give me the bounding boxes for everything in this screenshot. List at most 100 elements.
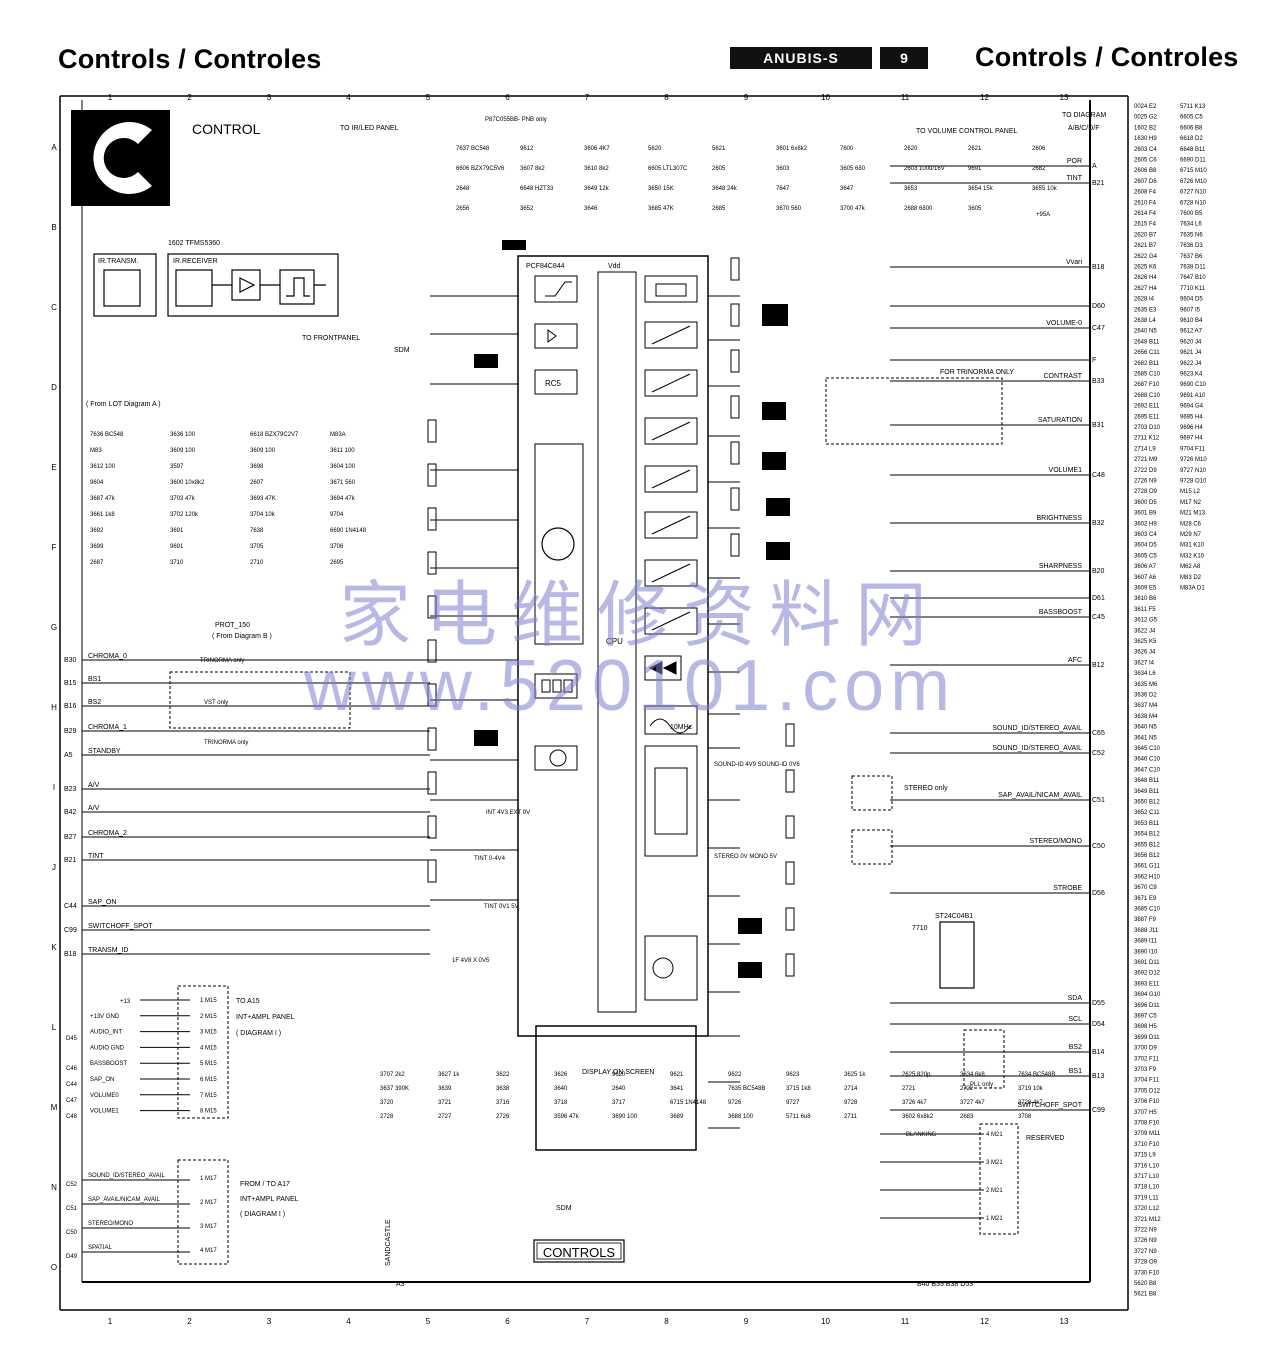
refdes-entry: 3710 F10 bbox=[1134, 1142, 1160, 1148]
refdes-entry: 2606 B8 bbox=[1134, 168, 1157, 174]
refdes-entry: 3699 D11 bbox=[1134, 1035, 1160, 1041]
component-label: 3728 4k7 bbox=[1018, 1100, 1043, 1106]
refdes-entry: 9690 C10 bbox=[1180, 382, 1207, 388]
refdes-entry: 7647 B10 bbox=[1180, 275, 1206, 281]
refdes-entry: M31 K10 bbox=[1180, 543, 1205, 549]
resistor bbox=[427, 683, 437, 707]
grid-col-bottom: 11 bbox=[901, 1317, 910, 1326]
component-label: 2605 bbox=[712, 166, 726, 172]
signal-right-name: SAP_AVAIL/NICAM_AVAIL bbox=[998, 792, 1082, 799]
resistor bbox=[427, 595, 437, 619]
signal-right-name: SWITCHOFF_SPOT bbox=[1017, 1102, 1082, 1109]
m15-pin-name: AUDIO GND bbox=[90, 1045, 125, 1051]
component-label: 6648 HZT33 bbox=[520, 186, 554, 192]
component-label: 3607 8k2 bbox=[520, 166, 545, 172]
signal-right-code: B31 bbox=[1092, 422, 1105, 429]
component-label: 3611 100 bbox=[330, 448, 355, 454]
resistor bbox=[427, 727, 437, 751]
panel-title: CONTROL bbox=[192, 121, 261, 137]
component-label: 3661 1k8 bbox=[90, 512, 115, 518]
refdes-entry: 3721 M12 bbox=[1134, 1217, 1161, 1223]
component-label: 2648 bbox=[456, 186, 470, 192]
component-label: 3604 100 bbox=[330, 464, 356, 470]
refdes-entry: 3649 B11 bbox=[1134, 789, 1160, 795]
refdes-entry: 3692 D12 bbox=[1134, 971, 1161, 977]
component-label: 3655 10k bbox=[1032, 186, 1058, 192]
signal-left-name: CHROMA_2 bbox=[88, 830, 127, 837]
component-label: 3625 1k bbox=[844, 1072, 866, 1078]
signal-right-code: B20 bbox=[1092, 568, 1105, 575]
grid-col-top: 8 bbox=[664, 93, 669, 102]
signal-left-name: CHROMA_0 bbox=[88, 653, 127, 660]
refdes-entry: 3646 C10 bbox=[1134, 757, 1161, 763]
m17-diagram-label: ( DIAGRAM I ) bbox=[240, 1211, 285, 1218]
signal-right-name: SDA bbox=[1068, 995, 1083, 1002]
resistor bbox=[427, 771, 437, 795]
component-label: 3702 120k bbox=[170, 512, 199, 518]
refdes-entry: 3717 L10 bbox=[1134, 1174, 1160, 1180]
cpu-vdd-label: Vdd bbox=[608, 263, 621, 270]
refdes-entry: 3700 D9 bbox=[1134, 1046, 1157, 1052]
refdes-entry: M83A D1 bbox=[1180, 586, 1205, 592]
eeprom-ref: 7710 bbox=[912, 925, 928, 932]
grid-col-bottom: 5 bbox=[426, 1317, 431, 1326]
signal-left-code: B23 bbox=[64, 786, 77, 793]
plus95a-label: +95A bbox=[1036, 212, 1050, 218]
grid-col-bottom: 9 bbox=[744, 1317, 749, 1326]
signal-right-name: STROBE bbox=[1053, 885, 1082, 892]
resistor bbox=[730, 533, 740, 557]
refdes-entry: 3607 A6 bbox=[1134, 575, 1157, 581]
refdes-entry: 3703 F9 bbox=[1134, 1067, 1157, 1073]
signal-right-name: BS1 bbox=[1069, 1068, 1082, 1075]
component-label: 2620 bbox=[904, 146, 918, 152]
signal-right-code: A bbox=[1092, 163, 1097, 170]
signal-left-name: BS1 bbox=[88, 676, 101, 683]
cpu-label: CPU bbox=[606, 637, 623, 646]
refdes-entry: 6726 M10 bbox=[1180, 179, 1207, 185]
refdes-entry: 3689 I11 bbox=[1134, 939, 1158, 945]
component-label: 2685 bbox=[712, 206, 726, 212]
refdes-entry: 3670 C9 bbox=[1134, 885, 1157, 891]
ir-transm-label: IR.TRANSM. bbox=[98, 258, 139, 265]
refdes-entry: 2615 F4 bbox=[1134, 222, 1157, 228]
component-label: 3597 bbox=[170, 464, 184, 470]
m21-label: RESERVED bbox=[1026, 1135, 1064, 1142]
signal-left-name: TINT bbox=[88, 853, 104, 860]
refdes-entry: 3652 C11 bbox=[1134, 810, 1160, 816]
m17-from-label: FROM / TO A17 bbox=[240, 1181, 290, 1188]
m17-pin: 3 M17 bbox=[200, 1224, 217, 1230]
refdes-entry: 9727 N10 bbox=[1180, 468, 1207, 474]
refdes-entry: 6728 N10 bbox=[1180, 200, 1207, 206]
stereo-mono-v-label: STEREO 0V MONO 5V bbox=[714, 854, 777, 860]
component-label: 3612 100 bbox=[90, 464, 116, 470]
grid-col-bottom: 1 bbox=[108, 1317, 113, 1326]
refdes-entry: 3715 L9 bbox=[1134, 1153, 1156, 1159]
m15-pin-name: VOLUME0 bbox=[90, 1093, 119, 1099]
component-label: 3609 100 bbox=[250, 448, 276, 454]
signal-right-code: B21 bbox=[1092, 180, 1105, 187]
m17-code: C52 bbox=[66, 1182, 78, 1188]
watermark-line2: www.520101.com bbox=[303, 646, 956, 726]
signal-left-name: CHROMA_1 bbox=[88, 724, 127, 731]
refdes-entry: 2682 B11 bbox=[1134, 361, 1160, 367]
refdes-entry: M15 L2 bbox=[1180, 489, 1201, 495]
m15-pin-name: SAP_ON bbox=[90, 1077, 114, 1083]
grid-row-label: A bbox=[51, 143, 57, 152]
m15-pin: 5 M15 bbox=[200, 1061, 217, 1067]
component-label: M83 bbox=[90, 448, 102, 454]
component-label: 3726 4k7 bbox=[902, 1100, 927, 1106]
m17-pin-name: STEREO/MONO bbox=[88, 1221, 133, 1227]
component-label: 9691 bbox=[170, 544, 184, 550]
refdes-entry: 7600 B5 bbox=[1180, 211, 1203, 217]
model-badge: ANUBIS-S bbox=[730, 47, 872, 69]
eeprom-label: ST24C04B1 bbox=[935, 913, 973, 920]
component-label: 2695 bbox=[330, 560, 344, 566]
resistor bbox=[730, 303, 740, 327]
component-label: 3654 15k bbox=[968, 186, 994, 192]
grid-col-top: 2 bbox=[187, 93, 192, 102]
refdes-entry: 3694 G10 bbox=[1134, 992, 1161, 998]
component-label: 3622 bbox=[496, 1072, 510, 1078]
component-label: 3606 4K7 bbox=[584, 146, 610, 152]
